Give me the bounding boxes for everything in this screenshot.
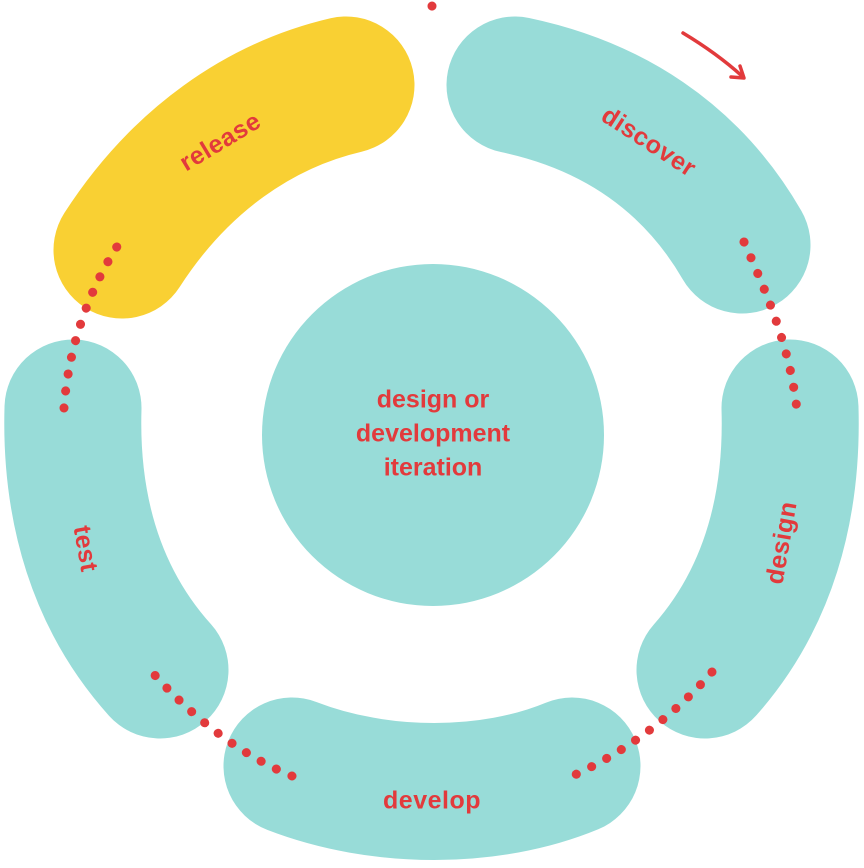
connector-discover-design: [739, 237, 802, 415]
segment-test: [4, 339, 229, 739]
center-label-line-3: iteration: [384, 454, 483, 482]
center-label-line-1: design or: [377, 386, 490, 414]
direction-arrow-icon: [681, 31, 746, 80]
connector-develop-test: [147, 667, 297, 781]
connector-test-release: [59, 237, 125, 413]
center-label-line-2: development: [356, 420, 511, 448]
segment-design: [636, 339, 859, 739]
ring-segments: [4, 16, 859, 860]
connectors: [59, 1, 802, 783]
segment-release: [53, 16, 415, 319]
segment-develop: [223, 697, 641, 860]
stage-label-develop: develop: [383, 787, 481, 815]
segment-discover: [446, 16, 811, 314]
center-circle: [262, 264, 604, 606]
